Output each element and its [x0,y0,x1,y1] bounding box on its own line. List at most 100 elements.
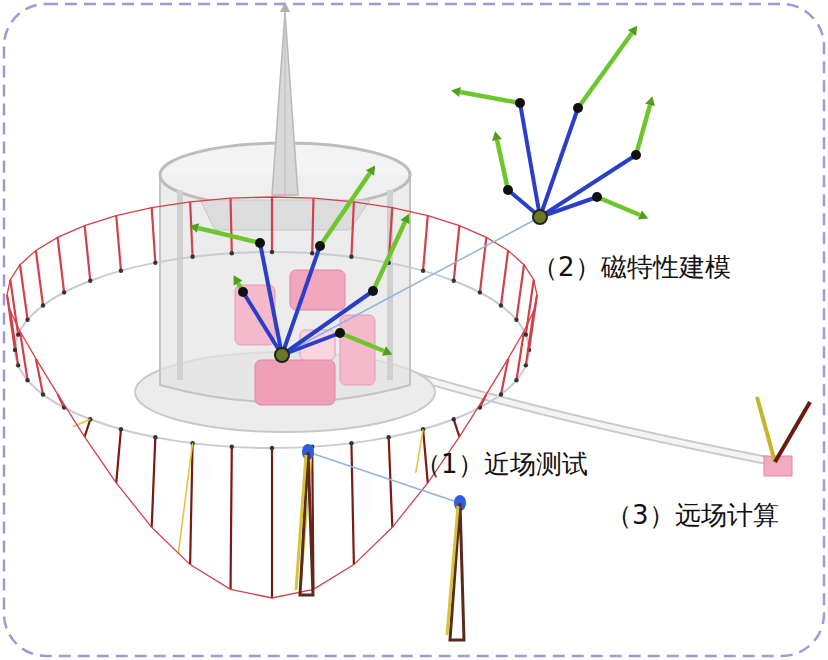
probe-point [88,279,92,283]
probe-point [16,363,20,367]
probe-point [270,250,274,254]
dipole-point [255,238,265,248]
step-label: （2）磁特性建模 [532,252,731,283]
dipole-point [573,103,583,113]
dipole-point [631,150,641,160]
moment-arrow [497,140,508,190]
moment-arrow [636,105,650,155]
probe-point [25,318,29,322]
moment-line [540,197,597,217]
probe-point [41,392,45,396]
field-arrow [351,443,353,564]
arrow-head [645,96,655,106]
dipole-vectors [189,26,655,362]
arrow-head [234,275,243,285]
probe-point [421,269,425,273]
frame [4,4,824,656]
field-arrow [271,197,273,252]
probe-point [62,290,66,294]
probe-point [16,332,20,336]
field-arrow [152,437,156,527]
probe-point [514,318,518,322]
field-arrow [501,251,508,306]
probe-point [386,435,390,439]
arrow-head [628,26,637,36]
probe-point [13,348,17,352]
field-arrow [178,443,192,554]
probe-point [499,303,503,307]
dipole-point [315,241,325,251]
dipole-point [238,287,248,297]
moment-arrow [198,228,260,243]
probe-point [119,269,123,273]
field-arrow [454,419,460,436]
field-arrow [116,216,121,271]
arrow-head [382,346,392,355]
field-arrow [389,437,393,527]
probe-point [349,255,353,259]
probe-point [524,363,528,367]
moment-line [243,292,282,355]
dipole-point [335,328,345,338]
field-arrow [58,237,64,292]
moment-line [520,103,540,217]
moment-arrow [340,333,384,351]
probe-point [452,417,456,421]
moment-arrow [597,197,640,215]
field-arrow [454,226,460,281]
field-arrow [231,447,232,590]
arrow-head [400,214,409,224]
moment-arrow [460,92,520,103]
dipole-point [515,98,525,108]
field-arrow [85,226,91,281]
step-label: （3）远场计算 [606,500,779,531]
measurement-ring [15,252,529,448]
leader-line [282,217,540,355]
probe-point [499,392,503,396]
arrow-head [451,87,461,97]
moment-arrow [373,222,405,291]
moment-arrow [578,33,632,108]
moment-arrow [320,173,370,246]
arrow-head [189,223,199,233]
field-arrow [312,198,313,253]
moment-line [282,291,373,355]
dipole-point [592,192,602,202]
arrow-head [366,166,375,176]
probe-point [270,446,274,450]
field-arrow [351,202,353,257]
probe-point [310,251,314,255]
field-arrow [20,265,28,320]
dipole-point [503,185,513,195]
probe-point [524,332,528,336]
probe-point [349,441,353,445]
probe-point [230,445,234,449]
probe-point [514,378,518,382]
far-field-vector [757,397,810,462]
probe-point [452,279,456,283]
moment-line [282,333,340,355]
probe-point [230,251,234,255]
field-arrow [516,265,524,320]
dipole-point [368,286,378,296]
step-label: （1）近场测试 [415,449,588,480]
field-arrow [152,208,156,263]
probe-point [153,435,157,439]
field-arrow [423,216,428,271]
antenna-spire [272,2,298,195]
probe-point [41,303,45,307]
field-arrow [116,429,121,483]
field-arrow [36,251,43,306]
probe-point [478,290,482,294]
field-arrow [190,202,192,257]
dipole-center [275,348,289,362]
arrow-head [638,210,648,219]
probe-point [119,427,123,431]
moment-line [540,108,578,217]
field-arrow [231,198,232,253]
moment-line [282,246,320,355]
dipole-center [533,210,547,224]
probe-point [153,260,157,264]
